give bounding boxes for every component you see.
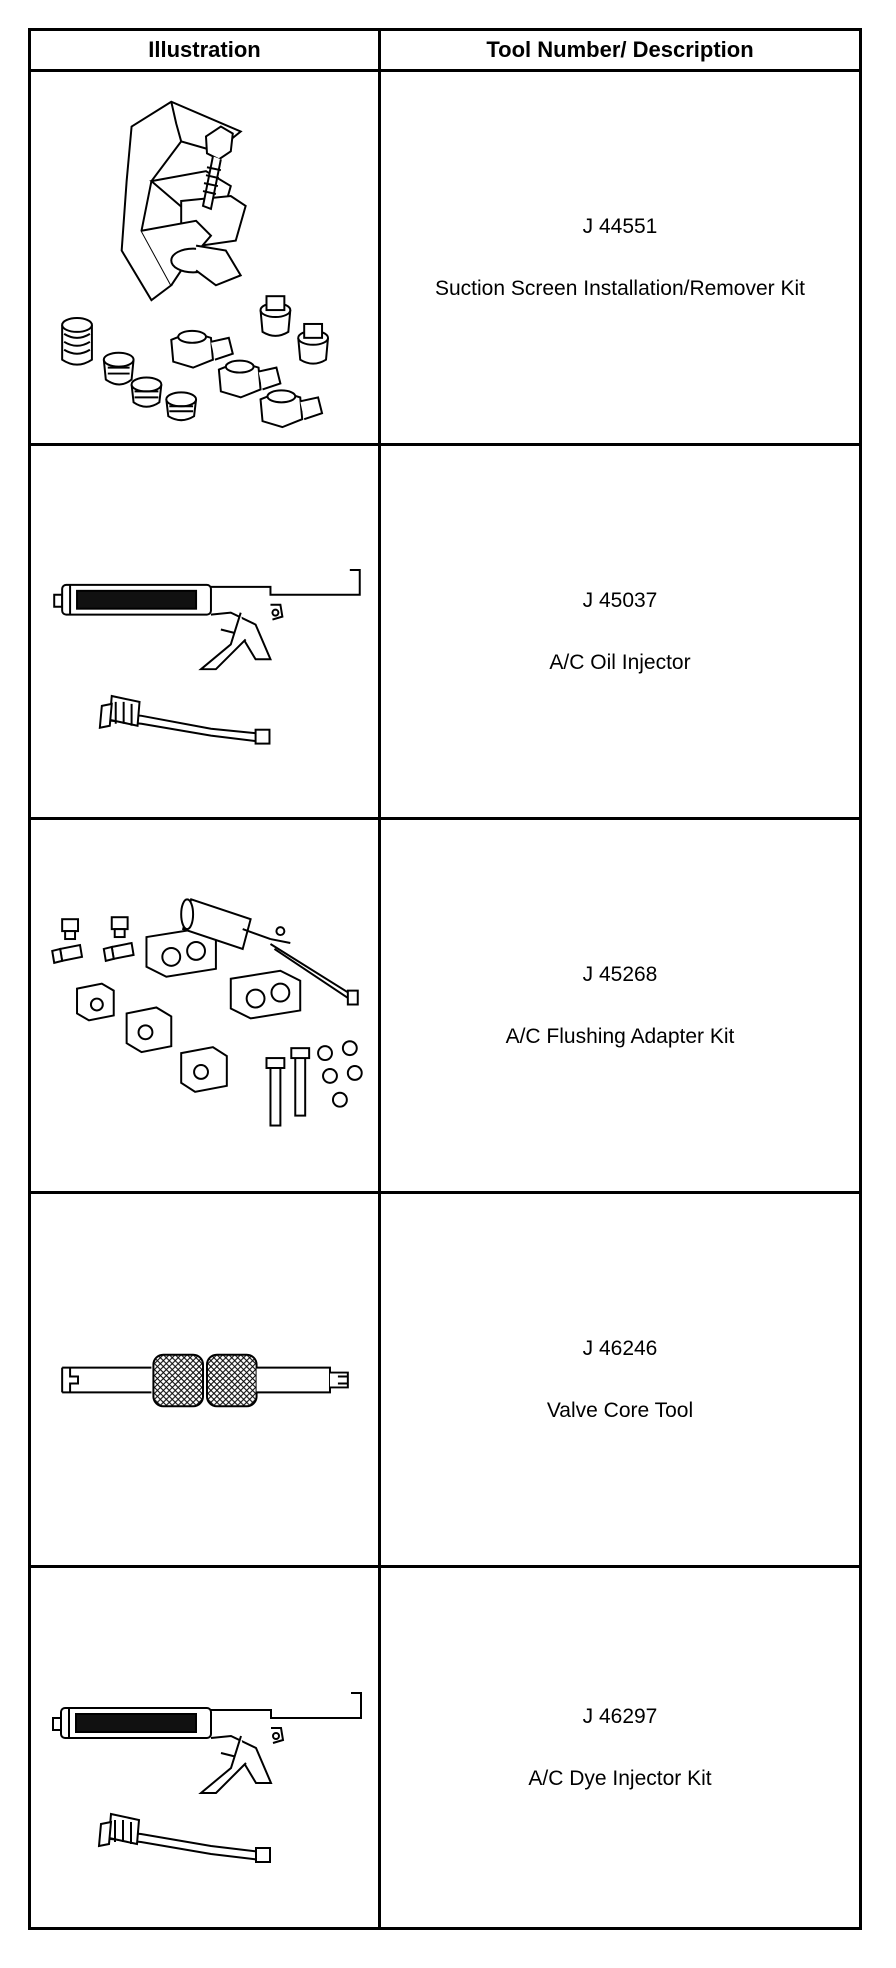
- table-header: Illustration Tool Number/ Description: [31, 31, 859, 72]
- table-row: J 45037 A/C Oil Injector: [31, 446, 859, 820]
- table-row: J 44551 Suction Screen Installation/Remo…: [31, 72, 859, 446]
- tool-number: J 45268: [582, 962, 658, 986]
- tool-description: Valve Core Tool: [546, 1398, 694, 1422]
- tool-number: J 44551: [582, 214, 658, 238]
- header-illustration: Illustration: [148, 37, 261, 62]
- column-divider: [378, 31, 381, 1927]
- tool-description-cell: J 45037 A/C Oil Injector: [381, 446, 859, 817]
- table-row: J 45268 A/C Flushing Adapter Kit: [31, 820, 859, 1194]
- tool-number: J 46297: [582, 1704, 658, 1728]
- tool-description-cell: J 46297 A/C Dye Injector Kit: [381, 1568, 859, 1927]
- tool-description-cell: J 44551 Suction Screen Installation/Remo…: [381, 72, 859, 443]
- tool-description: A/C Oil Injector: [549, 650, 691, 674]
- valve-core-tool-illustration: [31, 1194, 378, 1565]
- tool-description: A/C Flushing Adapter Kit: [505, 1024, 735, 1048]
- tool-description-cell: J 45268 A/C Flushing Adapter Kit: [381, 820, 859, 1191]
- flushing-adapter-kit-illustration: [31, 820, 378, 1191]
- suction-screen-kit-illustration: [31, 72, 378, 443]
- table-row: J 46246 Valve Core Tool: [31, 1194, 859, 1568]
- tool-number: J 46246: [582, 1336, 658, 1360]
- tool-number: J 45037: [582, 588, 658, 612]
- tool-description: A/C Dye Injector Kit: [528, 1766, 712, 1790]
- tool-description: Suction Screen Installation/Remover Kit: [434, 276, 805, 300]
- oil-injector-illustration: [31, 446, 378, 817]
- dye-injector-kit-illustration: [31, 1568, 378, 1927]
- tool-table: Illustration Tool Number/ Description: [28, 28, 862, 1930]
- header-tool-number-description: Tool Number/ Description: [486, 37, 754, 62]
- tool-description-cell: J 46246 Valve Core Tool: [381, 1194, 859, 1565]
- table-row: J 46297 A/C Dye Injector Kit: [31, 1568, 859, 1927]
